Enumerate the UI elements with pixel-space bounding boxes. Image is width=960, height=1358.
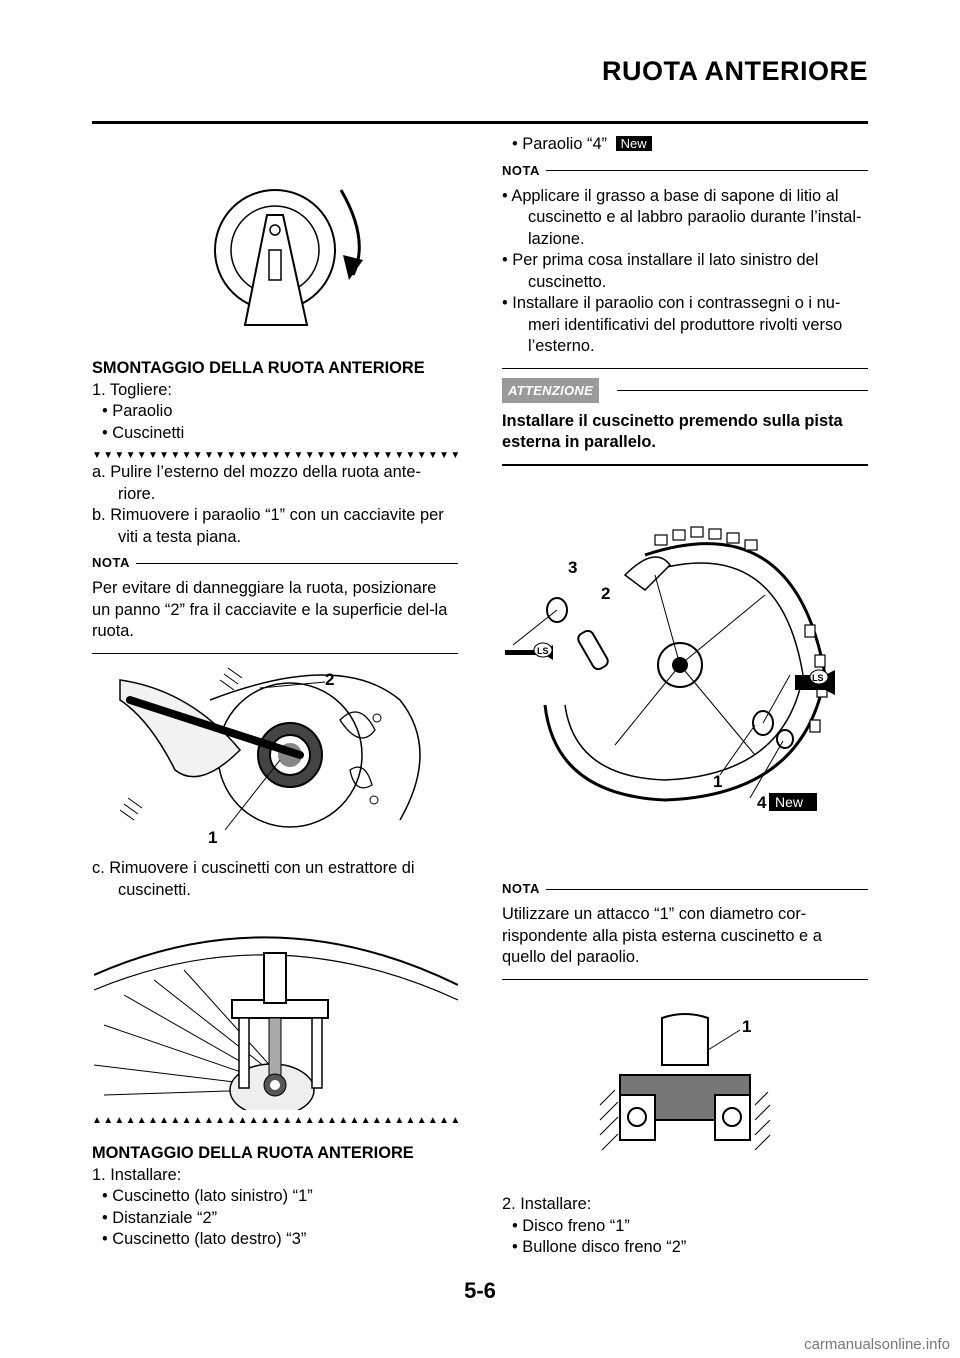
attenzione-header: ATTENZIONE bbox=[502, 377, 868, 404]
bearing-install-section-illustration: 1 bbox=[599, 1013, 771, 1151]
install-item-3: • Cuscinetto (lato destro) “3” bbox=[102, 1230, 307, 1248]
nota-2-label: NOTA bbox=[502, 162, 540, 178]
step-b: b. Rimuovere i paraolio “1” con un cacci… bbox=[92, 506, 444, 546]
nota-3-label: NOTA bbox=[502, 881, 540, 897]
step-a: a. Pulire l’esterno del mozzo della ruot… bbox=[92, 463, 421, 503]
fig2-callout-2: 2 bbox=[325, 670, 334, 689]
install-step-2-item-1: • Disco freno “1” bbox=[512, 1216, 630, 1235]
nota-2-rule bbox=[502, 367, 868, 369]
new-badge: New bbox=[615, 136, 652, 151]
page-number: 5-6 bbox=[464, 1278, 496, 1303]
nota-1-label: NOTA bbox=[92, 555, 130, 571]
nota-1-rule bbox=[92, 652, 458, 654]
bearing-puller-illustration bbox=[94, 936, 458, 1110]
fig4-ls-left: LS bbox=[537, 646, 549, 656]
procedure-end-marker: ▲▲▲▲▲▲▲▲▲▲▲▲▲▲▲▲▲▲▲▲▲▲▲▲▲▲▲▲▲▲▲▲▲▲ bbox=[92, 1115, 458, 1126]
install-heading: MONTAGGIO DELLA RUOTA ANTERIORE bbox=[92, 1144, 414, 1162]
oil-seal-removal-illustration: 1 2 bbox=[119, 667, 421, 847]
front-wheel-exploded-illustration: LS LS 3 2 1 4 New bbox=[505, 526, 835, 812]
fig4-callout-4: 4 bbox=[757, 793, 767, 812]
fig4-callout-1: 1 bbox=[713, 772, 722, 791]
fig4-ls-right: LS bbox=[812, 673, 824, 683]
fig5-callout-1: 1 bbox=[742, 1017, 751, 1036]
step-c: c. Rimuovere i cuscinetti con un estratt… bbox=[92, 859, 415, 899]
install-step-1: 1. Installare: bbox=[92, 1165, 182, 1184]
procedure-start-marker: ▼▼▼▼▼▼▼▼▼▼▼▼▼▼▼▼▼▼▼▼▼▼▼▼▼▼▼▼▼▼▼▼▼▼ bbox=[92, 450, 458, 461]
nota-2-item-2: • Per prima cosa installare il lato sini… bbox=[502, 251, 819, 291]
install-item-1: • Cuscinetto (lato sinistro) “1” bbox=[102, 1187, 313, 1205]
removal-item-1: • Paraolio bbox=[102, 402, 173, 420]
removal-item-2: • Cuscinetti bbox=[102, 423, 185, 442]
install-step-2: 2. Installare: bbox=[502, 1195, 592, 1213]
fig2-callout-1: 1 bbox=[208, 828, 217, 847]
attenzione-label: ATTENZIONE bbox=[502, 377, 600, 404]
install-step-2-item-2: • Bullone disco freno “2” bbox=[512, 1238, 687, 1256]
nota-3-rule bbox=[502, 978, 868, 980]
fig4-callout-2: 2 bbox=[601, 584, 610, 603]
nota-3-text: Utilizzare un attacco “1” con diametro c… bbox=[502, 905, 822, 966]
watermark[interactable]: carmanualsonline.info bbox=[804, 1336, 950, 1353]
page-title: RUOTA ANTERIORE bbox=[602, 56, 868, 86]
nota-1-header: NOTA bbox=[92, 554, 458, 572]
install-item-4: • Paraolio “4” bbox=[512, 135, 608, 153]
fig4-new-badge: New bbox=[775, 794, 804, 810]
nota-2-header: NOTA bbox=[502, 162, 868, 180]
removal-heading: SMONTAGGIO DELLA RUOTA ANTERIORE bbox=[92, 359, 425, 377]
wheel-spin-illustration bbox=[214, 189, 363, 326]
fig4-callout-3: 3 bbox=[568, 558, 577, 577]
nota-2-item-1: • Applicare il grasso a base di sapone d… bbox=[502, 186, 862, 248]
header-rule bbox=[92, 121, 868, 124]
nota-3-header: NOTA bbox=[502, 880, 868, 898]
removal-step-1: 1. Togliere: bbox=[92, 380, 172, 399]
nota-2-item-3: • Installare il paraolio con i contrasse… bbox=[502, 294, 843, 355]
attenzione-rule bbox=[502, 463, 868, 466]
install-item-2: • Distanziale “2” bbox=[102, 1208, 218, 1227]
attenzione-text: Installare il cuscinetto premendo sulla … bbox=[502, 411, 843, 452]
nota-1-text: Per evitare di danneggiare la ruota, pos… bbox=[92, 579, 448, 640]
